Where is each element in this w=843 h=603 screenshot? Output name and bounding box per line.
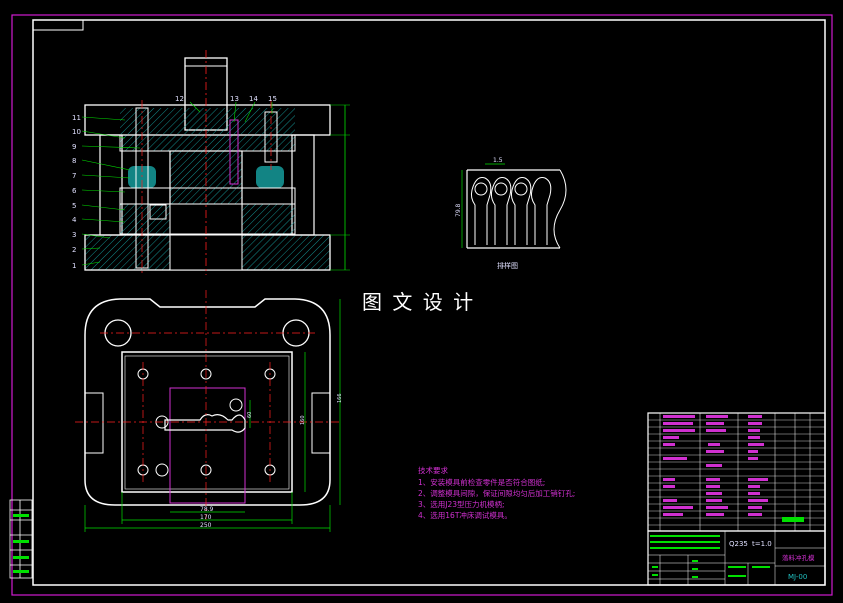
part-no: 9 xyxy=(72,143,76,151)
plan-dim-side2: 166 xyxy=(337,393,343,403)
strip-layout xyxy=(461,163,567,249)
front-section-view xyxy=(81,50,350,275)
tech-req-item: 3、选用J23型压力机模柄; xyxy=(418,499,505,509)
part-no: 8 xyxy=(72,157,76,165)
part-no: 14 xyxy=(249,95,258,103)
part-no: 11 xyxy=(72,114,81,122)
plan-dim-d3: 250 xyxy=(200,522,212,529)
title-drawing-no: MJ-00 xyxy=(788,573,807,581)
plan-dim-d1: 78.9 xyxy=(200,506,214,513)
backing-plate xyxy=(119,134,296,152)
inner-frame xyxy=(32,19,826,586)
left-tab-marks xyxy=(13,514,29,573)
part-no: 3 xyxy=(72,231,76,239)
part-no: 10 xyxy=(72,128,81,136)
part-no: 6 xyxy=(72,187,77,195)
tech-req-item: 4、选用16T冲床调试模具。 xyxy=(418,510,512,520)
rubber-spring-right xyxy=(256,166,284,188)
part-no: 15 xyxy=(268,95,277,103)
part-number-labels-top: 12 13 14 15 xyxy=(175,95,277,103)
part-number-labels-left: 11 10 9 8 7 6 5 4 3 2 1 xyxy=(72,114,81,270)
tech-req-item: 2、调整模具间隙，保证间隙均匀后加工销钉孔; xyxy=(418,488,575,498)
plan-view xyxy=(75,290,341,532)
tech-req-title: 技术要求 xyxy=(418,465,448,475)
plan-dim-d2: 170 xyxy=(200,514,212,521)
outer-frame xyxy=(11,14,833,596)
corner-box xyxy=(32,19,84,31)
title-name: 落料冲孔模 xyxy=(782,553,815,562)
plan-dim-side3: 60 xyxy=(247,412,253,418)
part-no: 1 xyxy=(72,262,76,270)
left-tab-block xyxy=(9,499,33,579)
strip-label: 排样图 xyxy=(497,261,518,270)
part-no: 2 xyxy=(72,246,76,254)
plan-dim-side1: 160 xyxy=(300,415,306,425)
watermark-text: 图 文 设 计 xyxy=(362,290,475,314)
title-material: Q235 xyxy=(729,540,748,548)
part-no: 7 xyxy=(72,172,76,180)
bill-of-materials xyxy=(647,412,826,532)
part-no: 5 xyxy=(72,202,76,210)
part-no: 4 xyxy=(72,216,77,224)
title-thickness: t=1.0 xyxy=(752,540,772,548)
title-block xyxy=(647,530,826,586)
part-no: 13 xyxy=(230,95,239,103)
technical-requirements: 技术要求 1、安装模具前检查零件是否符合图纸; 2、调整模具间隙，保证间隙均匀后… xyxy=(418,465,575,520)
strip-width-dim: 79.8 xyxy=(455,203,462,217)
part-no: 12 xyxy=(175,95,184,103)
tech-req-item: 1、安装模具前检查零件是否符合图纸; xyxy=(418,477,545,487)
strip-pitch-dim: 1.5 xyxy=(493,157,503,164)
